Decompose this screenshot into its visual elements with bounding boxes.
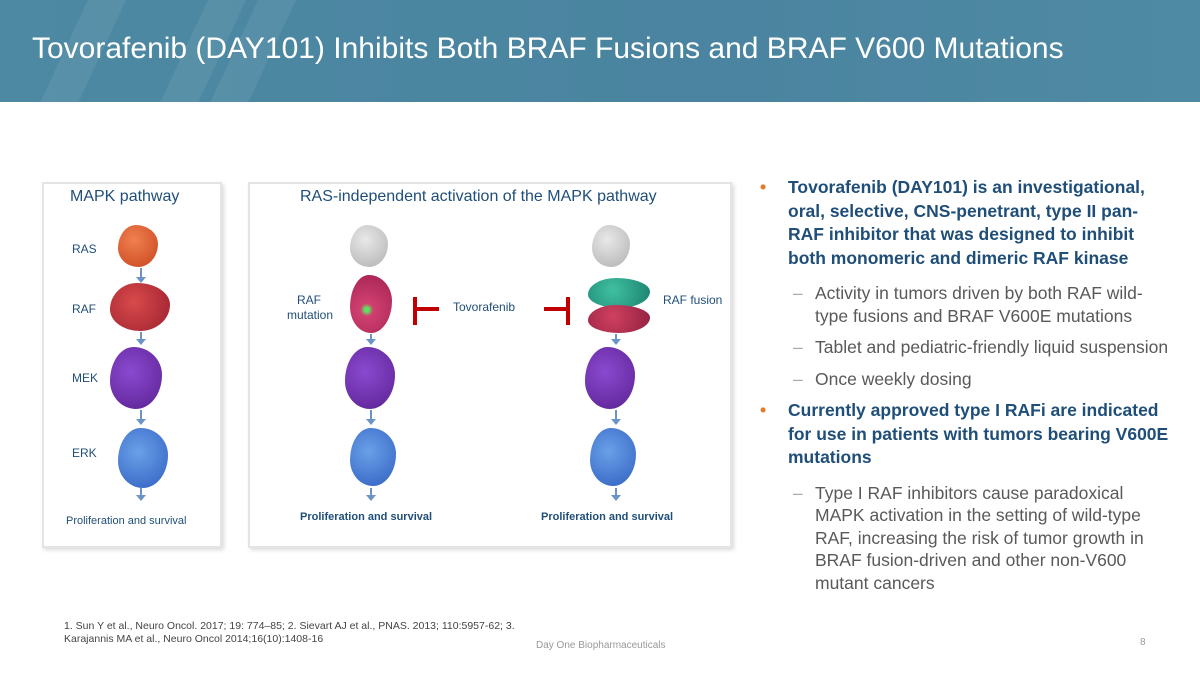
sub-bullet-item: Tablet and pediatric-friendly liquid sus… xyxy=(760,336,1170,359)
outcome-label: Proliferation and survival xyxy=(541,511,674,523)
ras-protein-icon xyxy=(118,225,158,267)
sub-bullet-item: Type I RAF inhibitors cause paradoxical … xyxy=(760,482,1170,595)
erk-protein-icon xyxy=(118,428,168,488)
outcome-label: Proliferation and survival xyxy=(66,515,187,527)
mapk-panel-title: MAPK pathway xyxy=(70,188,180,205)
raf-mutation-label: RAF mutation xyxy=(287,293,334,322)
ras-inactive-protein-icon xyxy=(350,225,388,267)
arrow-icon xyxy=(366,410,376,425)
bullet-item: Currently approved type I RAFi are indic… xyxy=(760,399,1170,470)
bullet-list: Tovorafenib (DAY101) is an investigation… xyxy=(760,176,1170,603)
raf-protein-icon xyxy=(110,283,170,331)
label-erk: ERK xyxy=(72,446,97,460)
arrow-icon xyxy=(366,334,376,345)
bullet-item: Tovorafenib (DAY101) is an investigation… xyxy=(760,176,1170,270)
ras-inactive-protein-icon xyxy=(592,225,630,267)
raf-mutant-protein-icon xyxy=(350,275,392,333)
sub-bullet-item: Activity in tumors driven by both RAF wi… xyxy=(760,282,1170,327)
inhibition-icon xyxy=(413,307,439,311)
inhibition-icon xyxy=(413,297,417,325)
arrow-icon xyxy=(136,410,146,425)
mek-protein-icon xyxy=(110,347,162,409)
tovorafenib-label: Tovorafenib xyxy=(453,300,516,314)
arrow-icon xyxy=(136,268,146,283)
sub-bullet-item: Once weekly dosing xyxy=(760,368,1170,391)
ras-independent-panel-title: RAS-independent activation of the MAPK p… xyxy=(300,188,657,205)
slide-title: Tovorafenib (DAY101) Inhibits Both BRAF … xyxy=(32,32,1064,65)
mek-protein-icon xyxy=(585,347,635,409)
label-raf: RAF xyxy=(72,302,96,316)
references: 1. Sun Y et al., Neuro Oncol. 2017; 19: … xyxy=(64,620,515,645)
erk-protein-icon xyxy=(590,428,636,486)
company-name: Day One Biopharmaceuticals xyxy=(536,640,666,651)
arrow-icon xyxy=(136,488,146,501)
label-mek: MEK xyxy=(72,371,99,385)
outcome-label: Proliferation and survival xyxy=(300,511,433,523)
label-ras: RAS xyxy=(72,242,97,256)
inhibition-icon xyxy=(544,307,568,311)
mek-protein-icon xyxy=(345,347,395,409)
raf-kinase-protein-icon xyxy=(588,305,650,333)
page-number: 8 xyxy=(1140,637,1146,648)
ras-independent-panel xyxy=(248,182,732,548)
raf-fusion-protein-icon xyxy=(588,278,650,308)
raf-fusion-label: RAF fusion xyxy=(663,293,723,307)
arrow-icon xyxy=(611,334,621,345)
erk-protein-icon xyxy=(350,428,396,486)
arrow-icon xyxy=(611,410,621,425)
header-bar: Tovorafenib (DAY101) Inhibits Both BRAF … xyxy=(0,0,1200,102)
arrow-icon xyxy=(366,488,376,501)
arrow-icon xyxy=(136,332,146,345)
inhibition-icon xyxy=(566,297,570,325)
arrow-icon xyxy=(611,488,621,501)
